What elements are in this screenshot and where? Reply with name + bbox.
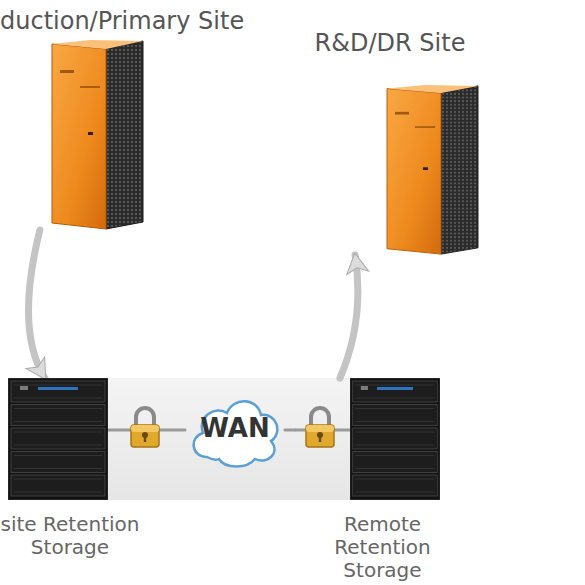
node-label: site Retention Storage [0,513,140,559]
server-illustration [385,85,480,255]
node-label: WAN [185,414,285,444]
site-heading: R&D/DR Site [300,30,480,58]
wan-link [140,429,185,432]
node-label: Remote Retention Storage [295,513,470,582]
server-illustration [50,40,145,230]
padlock-symbol [131,408,159,447]
primary-site-server: duction/Primary Site [0,8,275,230]
network-band [108,378,350,500]
network-wire [108,429,140,432]
backup-arrow [28,230,44,378]
padlock-symbol [306,408,334,447]
remote-storage: Remote Retention Storage [295,378,470,568]
site-heading: duction/Primary Site [0,8,275,36]
restore-arrow [340,255,358,378]
wan-link [285,429,295,432]
wan-cloud: WAN [185,385,285,475]
onsite-storage: site Retention Storage [0,378,140,575]
storage-rack [8,378,108,500]
dr-site-server: R&D/DR Site [300,30,480,255]
network-wire [295,429,350,432]
storage-rack [350,378,440,500]
